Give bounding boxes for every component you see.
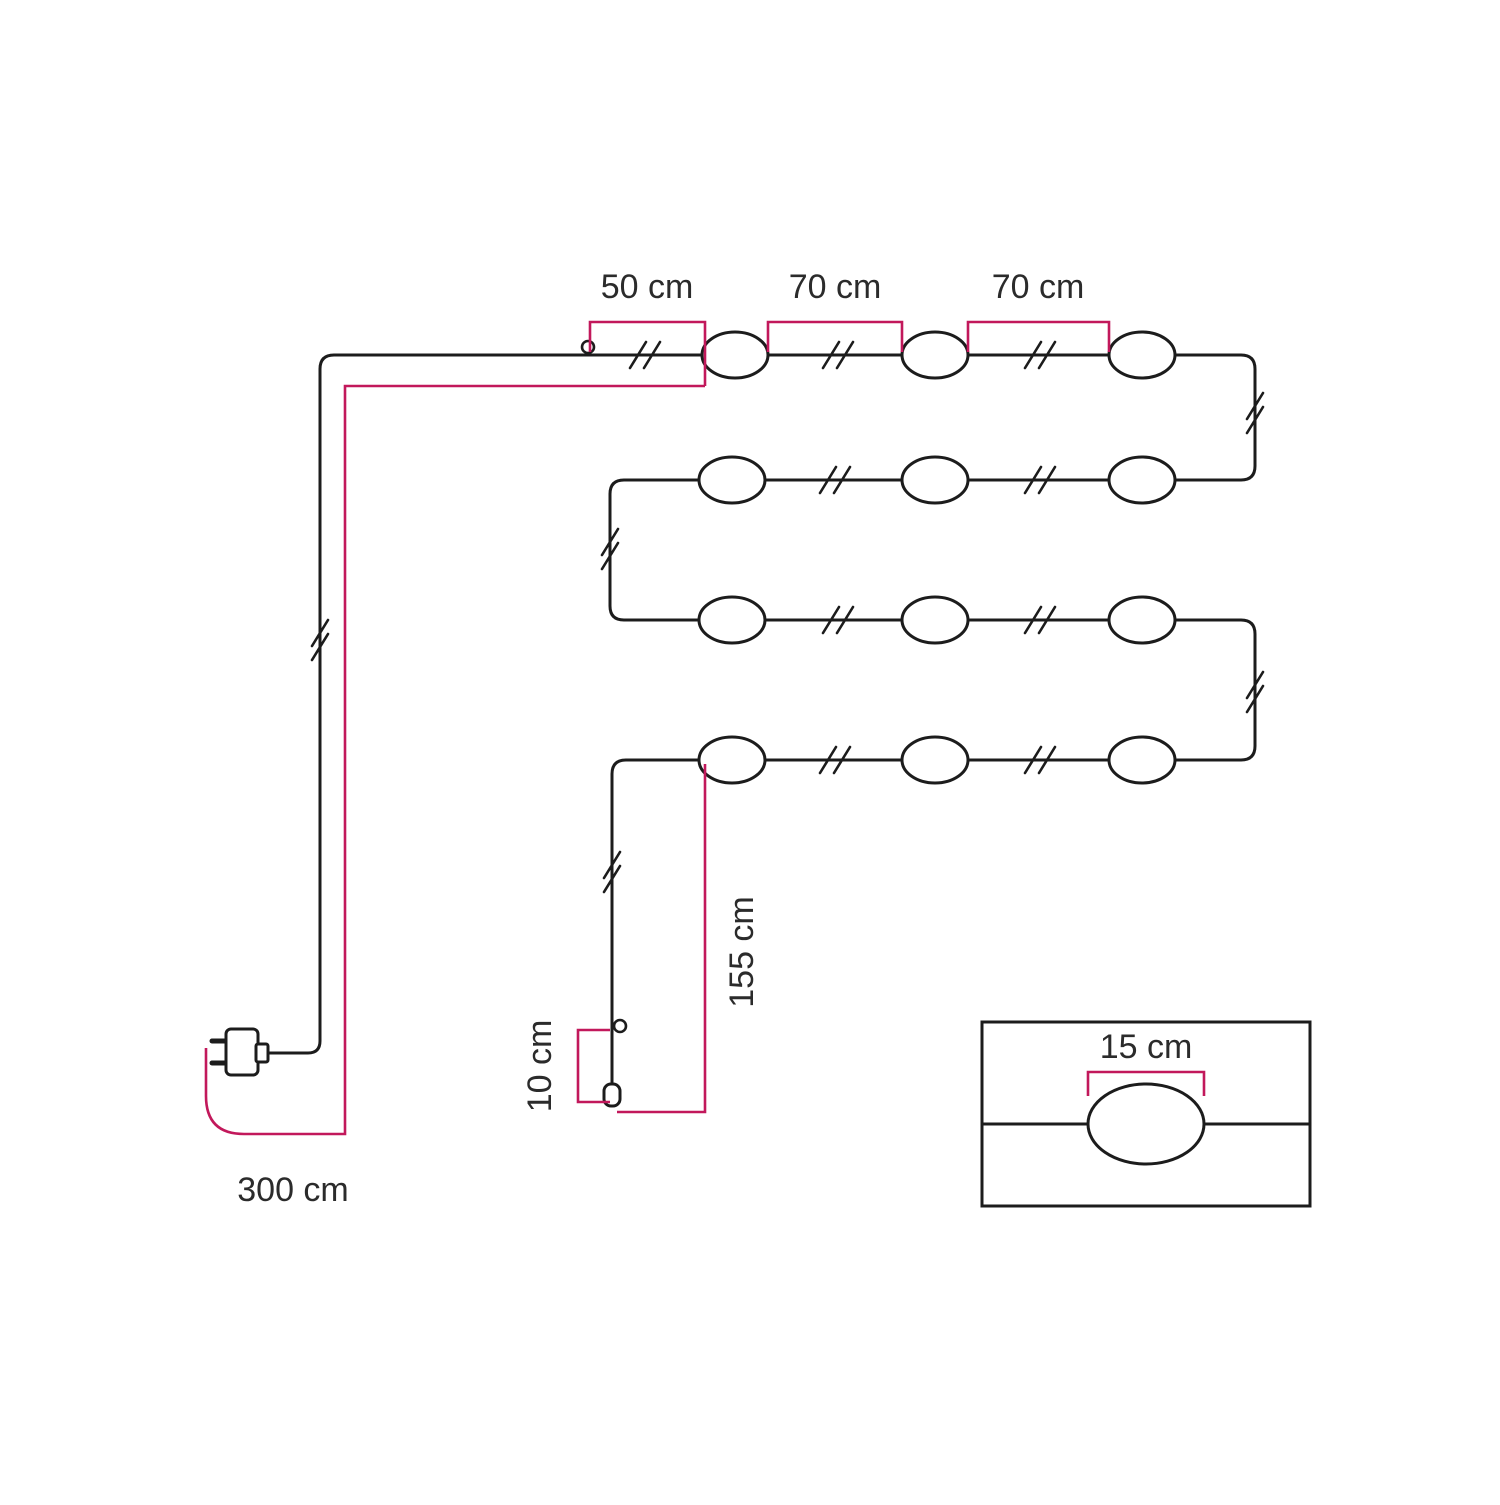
cable-break-mark [818, 465, 852, 495]
dimension-300cm-line [204, 384, 705, 1136]
plug-neck [254, 1042, 270, 1064]
break-marks-layer [310, 340, 1265, 894]
break-slash [1037, 465, 1057, 495]
light-bulb [1107, 595, 1177, 645]
cable-break-mark [310, 618, 330, 662]
light-bulb [697, 455, 767, 505]
cable-end-cap [602, 1082, 622, 1108]
light-bulb [700, 330, 770, 380]
main-cable [266, 353, 1257, 1088]
dimension-155cm: 155 cm [617, 764, 761, 1114]
break-slash [832, 745, 852, 775]
cable-break-mark [1245, 670, 1265, 714]
cable-break-mark [602, 850, 622, 894]
break-slash [1023, 465, 1043, 495]
break-slash [818, 465, 838, 495]
dimension-70cm-second: 70 cm [966, 268, 1111, 352]
label-300cm: 300 cm [237, 1171, 349, 1209]
light-bulb [900, 455, 970, 505]
break-slash [310, 632, 330, 662]
cable-break-mark [628, 340, 662, 370]
break-slash [1037, 340, 1057, 370]
light-bulb [900, 595, 970, 645]
break-slash [818, 745, 838, 775]
detail-bulb [1086, 1082, 1206, 1166]
label-70cm-first: 70 cm [789, 268, 882, 306]
dimension-70cm-second-bracket [966, 320, 1111, 352]
label-155cm: 155 cm [723, 896, 761, 1008]
mounting-hook-bottom-icon [612, 1018, 628, 1034]
cable-break-mark [818, 745, 852, 775]
break-slash [835, 605, 855, 635]
plug-body [224, 1027, 260, 1077]
cable-break-mark [1023, 605, 1057, 635]
cable-break-mark [1023, 340, 1057, 370]
break-slash [600, 541, 620, 571]
cable-break-mark [1245, 391, 1265, 435]
detail-inset: 15 cm [980, 1020, 1312, 1208]
light-bulb [1107, 455, 1177, 505]
break-slash [1023, 745, 1043, 775]
dimension-15cm-bracket [1086, 1070, 1206, 1096]
dimension-70cm-first-bracket [766, 320, 904, 352]
dimension-155cm-line [617, 764, 707, 1114]
cable-break-mark [821, 340, 855, 370]
break-slash [832, 465, 852, 495]
light-bulb [697, 735, 767, 785]
bulbs-layer [697, 330, 1177, 785]
power-plug [209, 1027, 270, 1077]
light-bulb [1107, 735, 1177, 785]
label-10cm: 10 cm [521, 1020, 559, 1113]
break-slash [602, 850, 622, 880]
break-slash [642, 340, 662, 370]
break-slash [1245, 391, 1265, 421]
cable-break-mark [1023, 745, 1057, 775]
light-bulb [697, 595, 767, 645]
break-slash [628, 340, 648, 370]
dimension-50cm-bracket [588, 320, 707, 386]
light-bulb [900, 735, 970, 785]
dimension-70cm-first: 70 cm [766, 268, 904, 352]
break-slash [310, 618, 330, 648]
break-slash [1245, 405, 1265, 435]
cable-break-mark [600, 527, 620, 571]
label-70cm-second: 70 cm [992, 268, 1085, 306]
cable-break-mark [821, 605, 855, 635]
break-slash [1037, 605, 1057, 635]
light-bulb [1107, 330, 1177, 380]
break-slash [821, 340, 841, 370]
dimension-50cm: 50 cm [588, 268, 707, 386]
dimension-300cm: 300 cm [204, 384, 705, 1209]
break-slash [821, 605, 841, 635]
dimension-10cm: 10 cm [521, 1020, 610, 1113]
break-slash [602, 864, 622, 894]
cable-break-mark [1023, 465, 1057, 495]
dimension-10cm-bracket [576, 1028, 610, 1104]
break-slash [1245, 670, 1265, 700]
light-bulb [900, 330, 970, 380]
break-slash [1023, 605, 1043, 635]
break-slash [835, 340, 855, 370]
break-slash [600, 527, 620, 557]
label-15cm: 15 cm [1100, 1028, 1193, 1066]
mounting-hook-top-icon [580, 339, 596, 355]
break-slash [1023, 340, 1043, 370]
label-50cm: 50 cm [601, 268, 694, 306]
break-slash [1245, 684, 1265, 714]
break-slash [1037, 745, 1057, 775]
